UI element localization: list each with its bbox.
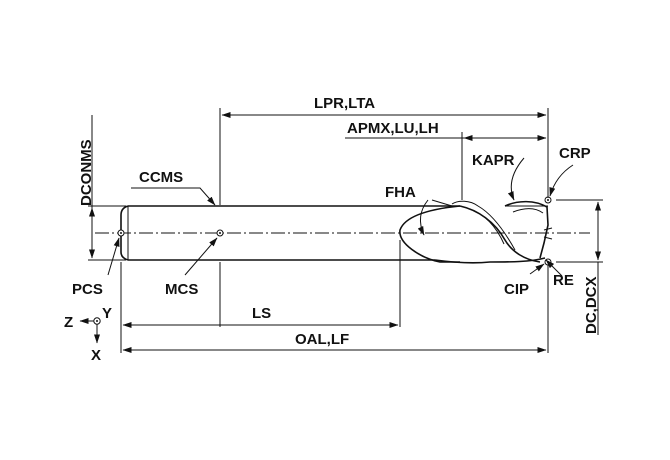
extension-lines (88, 108, 603, 353)
label-axis-z: Z (64, 314, 73, 331)
label-axis-x: X (91, 347, 101, 364)
label-pcs: PCS (72, 281, 103, 298)
tool-shank (120, 205, 460, 261)
label-fha: FHA (385, 184, 416, 201)
label-ccms: CCMS (139, 169, 183, 186)
label-crp: CRP (559, 145, 591, 162)
label-axis-y: Y (102, 305, 112, 322)
label-ls: LS (252, 305, 271, 322)
label-apmx: APMX,LU,LH (347, 120, 439, 137)
label-lpr: LPR,LTA (314, 95, 375, 112)
leader-lines (107, 157, 574, 277)
label-dconms: DCONMS (78, 139, 95, 206)
label-cip: CIP (504, 281, 529, 298)
axis-symbol (79, 317, 101, 344)
label-dc: DC,DCX (583, 276, 600, 334)
tool-cutting-head (399, 200, 553, 264)
label-oal: OAL,LF (295, 331, 349, 348)
label-mcs: MCS (165, 281, 198, 298)
label-re: RE (553, 272, 574, 289)
label-kapr: KAPR (472, 152, 515, 169)
